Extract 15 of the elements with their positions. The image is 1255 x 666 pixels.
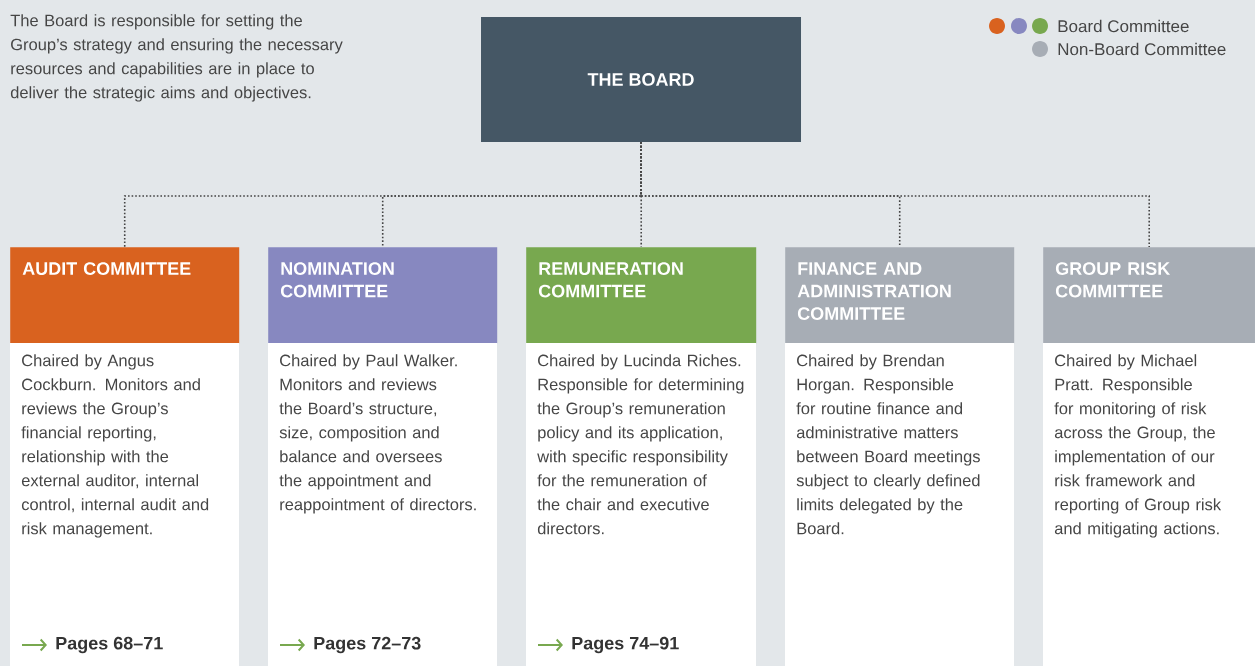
board-box: THE BOARD [481, 17, 801, 142]
intro-text: The Board is responsible for setting the Group’s strategy and ensuring the necessary resources and capabilities are in place to deliver the strategic aims and objectives. [10, 14, 343, 102]
page-reference: Pages 74–91 [572, 636, 679, 654]
committee-header: AUDIT COMMITTEE [10, 247, 240, 344]
committee-header: FINANCE AND ADMINISTRATION COMMITTEE [785, 247, 1015, 344]
legend-label: Non-Board Committee [1058, 42, 1226, 56]
connector-line [640, 141, 1150, 248]
legend-label: Board Committee [1058, 19, 1189, 33]
page-reference: Pages 72–73 [314, 636, 421, 654]
committee-header: NOMINATION COMMITTEE [268, 247, 498, 344]
committee-header: GROUP RISK COMMITTEE [1043, 247, 1255, 344]
description-card: Chaired by Michael Pratt. Responsible for monitoring of risk across the Group, the implementation of our risk framework and reporting of Group risk and mitigating actions. [1043, 343, 1255, 666]
committee-header: REMUNERATION COMMITTEE [526, 247, 757, 344]
page-reference: Pages 68–71 [56, 636, 163, 654]
description-card: Chaired by Brendan Horgan. Responsible for routine finance and administrative matters between Board meetings subject to clearly defined limits delegated by the Board. [785, 343, 1014, 666]
